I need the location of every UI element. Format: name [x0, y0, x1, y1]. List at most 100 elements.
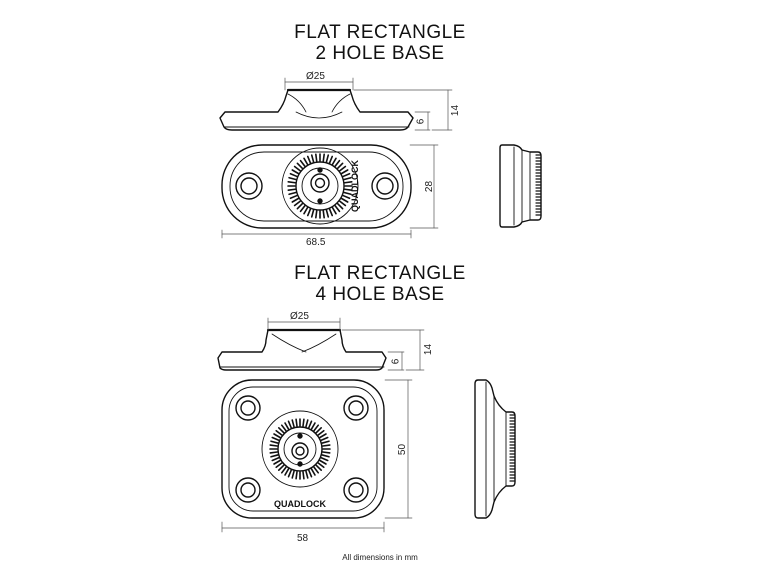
gear-tooth: [317, 429, 325, 436]
gear-tooth: [317, 462, 325, 469]
gear-tooth: [293, 165, 301, 172]
gear-tooth: [293, 200, 301, 207]
gear-tooth: [299, 159, 306, 167]
section1-logo: QUADLOCK: [350, 160, 360, 212]
gear-tooth: [321, 454, 330, 458]
gear-tooth: [310, 468, 316, 476]
gear-tooth: [334, 159, 341, 167]
section1-height-label: 14: [450, 104, 462, 117]
section1-title-line1: FLAT RECTANGLE: [294, 22, 466, 43]
gear-tooth: [275, 429, 283, 436]
gear-tooth: [320, 456, 329, 462]
gear-tooth: [315, 153, 318, 163]
section1-dimension-lines: [221, 77, 453, 239]
gear-tooth: [343, 188, 353, 191]
gear-tooth: [322, 209, 325, 219]
gear-tooth: [306, 155, 312, 164]
gear-tooth: [303, 206, 309, 215]
gear-tooth: [291, 197, 300, 203]
gear-tooth: [307, 420, 313, 429]
section2-width-label: 58: [297, 533, 309, 544]
section2-logo: QUADLOCK: [274, 499, 326, 509]
gear-tooth: [310, 154, 315, 163]
gear-tooth: [295, 418, 298, 428]
gear-tooth: [307, 469, 313, 478]
section2-depth-label: 50: [397, 443, 409, 456]
gear-tooth: [320, 436, 329, 442]
section2-title-line1: FLAT RECTANGLE: [294, 263, 466, 284]
gear-tooth: [284, 422, 290, 430]
gear-tooth: [289, 194, 298, 200]
gear-tooth: [339, 165, 347, 172]
gear-tooth: [325, 209, 330, 218]
gear-tooth: [287, 188, 297, 191]
footnote: All dimensions in mm: [342, 553, 418, 562]
gear-tooth: [303, 157, 309, 166]
gear-tooth: [331, 157, 337, 166]
gear-tooth: [331, 206, 337, 215]
gear-tooth: [342, 172, 351, 178]
gear-tooth: [336, 202, 344, 210]
gear-tooth: [343, 181, 353, 184]
gear-tooth: [288, 191, 297, 196]
gear-tooth: [296, 162, 304, 170]
gear-tooth: [291, 169, 300, 175]
gear-tooth: [273, 459, 281, 465]
gear-tooth: [334, 205, 341, 213]
gear-tooth: [270, 454, 279, 458]
section1-title-line2: 2 HOLE BASE: [315, 43, 445, 64]
gear-tooth: [291, 419, 295, 428]
section2-top-view: [221, 379, 385, 519]
gear-tooth: [315, 464, 323, 472]
gear-tooth: [315, 426, 323, 434]
gear-tooth: [340, 197, 349, 203]
gear-tooth: [271, 436, 280, 442]
section2-side-view: [217, 328, 387, 371]
gear-tooth: [328, 155, 334, 164]
section2-diameter-label: Ø25: [290, 311, 309, 322]
section2-profile-view: [474, 379, 516, 519]
gear-tooth: [321, 440, 330, 444]
section1-profile-view: [499, 144, 542, 228]
section1-top-view: [221, 144, 412, 229]
gear-tooth: [325, 154, 330, 163]
gear-tooth: [287, 181, 297, 184]
section2-title-line2: 4 HOLE BASE: [315, 284, 445, 305]
gear-tooth: [302, 418, 305, 428]
gear-tooth: [269, 451, 279, 454]
section1-width-label: 68.5: [306, 237, 326, 248]
section2-title: FLAT RECTANGLE 4 HOLE BASE: [0, 263, 760, 305]
gear-tooth: [284, 468, 290, 476]
gear-tooth: [271, 456, 280, 462]
section1-gear-ring: [287, 153, 353, 219]
gear-tooth: [310, 209, 315, 218]
section1-profile-teeth: [535, 154, 542, 216]
section1-side-view: [219, 88, 414, 131]
gear-tooth: [321, 444, 331, 447]
gear-tooth: [342, 194, 351, 200]
gear-tooth: [310, 422, 316, 430]
gear-tooth: [296, 202, 304, 210]
gear-tooth: [287, 469, 293, 478]
gear-tooth: [289, 172, 298, 178]
gear-tooth: [273, 433, 281, 439]
gear-tooth: [336, 162, 344, 170]
section2-thickness-label: 6: [390, 358, 402, 365]
section1-diameter-label: Ø25: [306, 71, 325, 82]
gear-tooth: [277, 464, 285, 472]
gear-tooth: [340, 169, 349, 175]
gear-tooth: [299, 205, 306, 213]
gear-tooth: [270, 440, 279, 444]
gear-tooth: [280, 466, 287, 474]
section2-profile-teeth: [509, 414, 516, 482]
gear-tooth: [328, 208, 334, 217]
section1-depth-label: 28: [424, 180, 436, 193]
gear-tooth: [305, 419, 309, 428]
gear-tooth: [287, 420, 293, 429]
gear-tooth: [315, 209, 318, 219]
gear-tooth: [313, 424, 320, 432]
gear-tooth: [277, 426, 285, 434]
gear-tooth: [339, 200, 347, 207]
gear-tooth: [295, 470, 298, 480]
